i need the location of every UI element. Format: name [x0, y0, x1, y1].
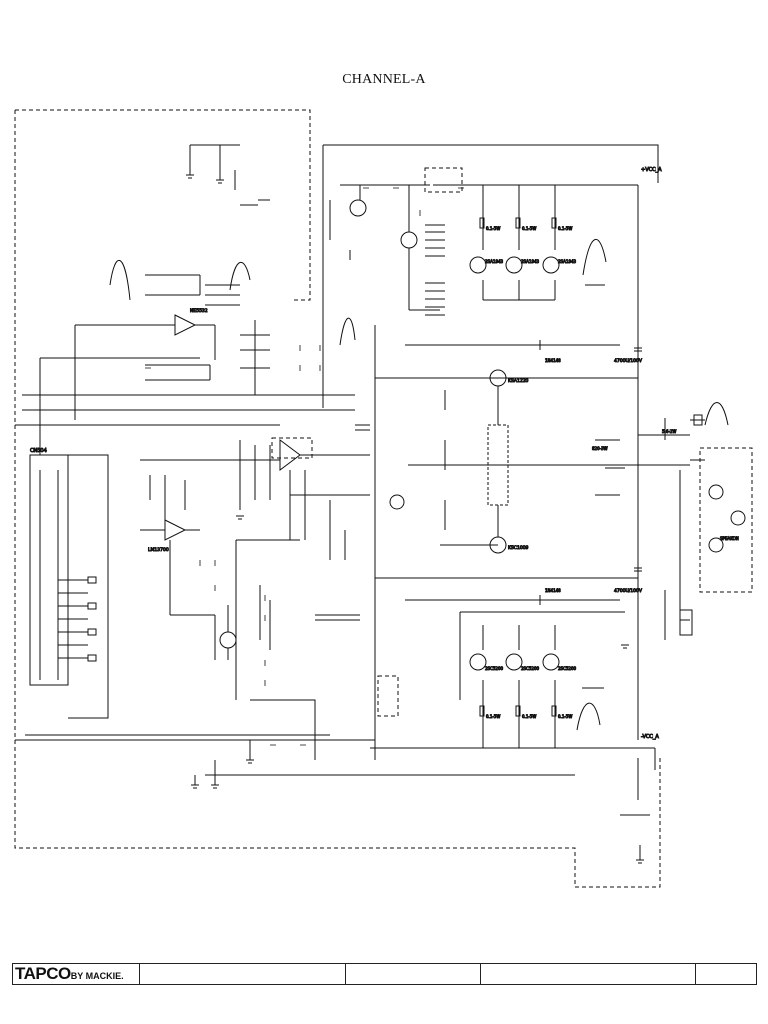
q-lower-1: 2SC5200: [485, 666, 504, 671]
re-upper-3: 0.1-5W: [558, 226, 572, 231]
title-block: TAPCO BY MACKIE.: [12, 963, 757, 985]
driver-top-label: KSA1220: [508, 378, 529, 384]
cap-top-label: 4700U/100V: [614, 358, 643, 364]
re-lower-3: 0.1-5W: [558, 714, 572, 719]
diode-top-label: 1N4148: [545, 358, 561, 363]
q-lower-3: 2SC5200: [558, 666, 577, 671]
re-upper-2: 0.1-5W: [522, 226, 536, 231]
schematic-title: CHANNEL-A: [342, 72, 426, 87]
input-section: [15, 144, 355, 455]
pre-driver: [329, 184, 445, 316]
re-lower-1: 0.1-5W: [486, 714, 500, 719]
lower-output-stage: 2SC5200 2SC5200 2SC5200 0.1-5W 0.1-5W 0.…: [459, 611, 625, 748]
output-network: 5.6-2W SPEAKON 820-3W: [592, 402, 746, 860]
power-rails: [322, 144, 659, 770]
title-block-cell: [695, 964, 756, 984]
title-block-cell: [139, 964, 345, 984]
schematic-drawing: +VCC_A -VCC_A 4700U/100V 4700U/100V 2SA1…: [14, 109, 753, 888]
q-upper-3: 2SA1943: [558, 259, 577, 264]
ground-symbols: [186, 174, 644, 864]
brand-logo: TAPCO BY MACKIE.: [13, 964, 139, 984]
diode-bot-label: 1N4148: [545, 588, 561, 593]
dashed-boundary: [14, 109, 753, 888]
ic-label: LM13700: [148, 547, 169, 553]
out-inductor: 5.6-2W: [662, 429, 676, 434]
opamp-label: NE5532: [190, 308, 208, 314]
brand-name: TAPCO: [15, 964, 71, 983]
vee-label: -VCC_A: [641, 734, 659, 740]
signal-chain: [15, 317, 575, 785]
driver-stage: KSA1220 KSC1009 1N4148 1N4148: [370, 325, 690, 760]
connector-label: CN504: [30, 448, 47, 454]
driver-bot-label: KSC1009: [508, 545, 529, 551]
output-resistor: 820-3W: [592, 446, 608, 451]
re-upper-1: 0.1-5W: [486, 226, 500, 231]
connector-block: [29, 454, 109, 719]
component-markers: [125, 187, 464, 776]
vcc-label: +VCC_A: [641, 167, 662, 173]
title-block-cell: [480, 964, 695, 984]
main-capacitors: 4700U/100V 4700U/100V: [614, 347, 643, 595]
q-lower-2: 2SC5200: [521, 666, 540, 671]
q-upper-2: 2SA1943: [521, 259, 540, 264]
q-upper-1: 2SA1943: [485, 259, 504, 264]
speakon-label: SPEAKON: [720, 536, 739, 541]
cap-bot-label: 4700U/100V: [614, 588, 643, 594]
brand-suffix: BY MACKIE.: [70, 971, 124, 981]
title-block-cell: [345, 964, 480, 984]
upper-output-stage: 2SA1943 2SA1943 2SA1943 0.1-5W 0.1-5W 0.…: [469, 185, 607, 301]
re-lower-2: 0.1-5W: [522, 714, 536, 719]
